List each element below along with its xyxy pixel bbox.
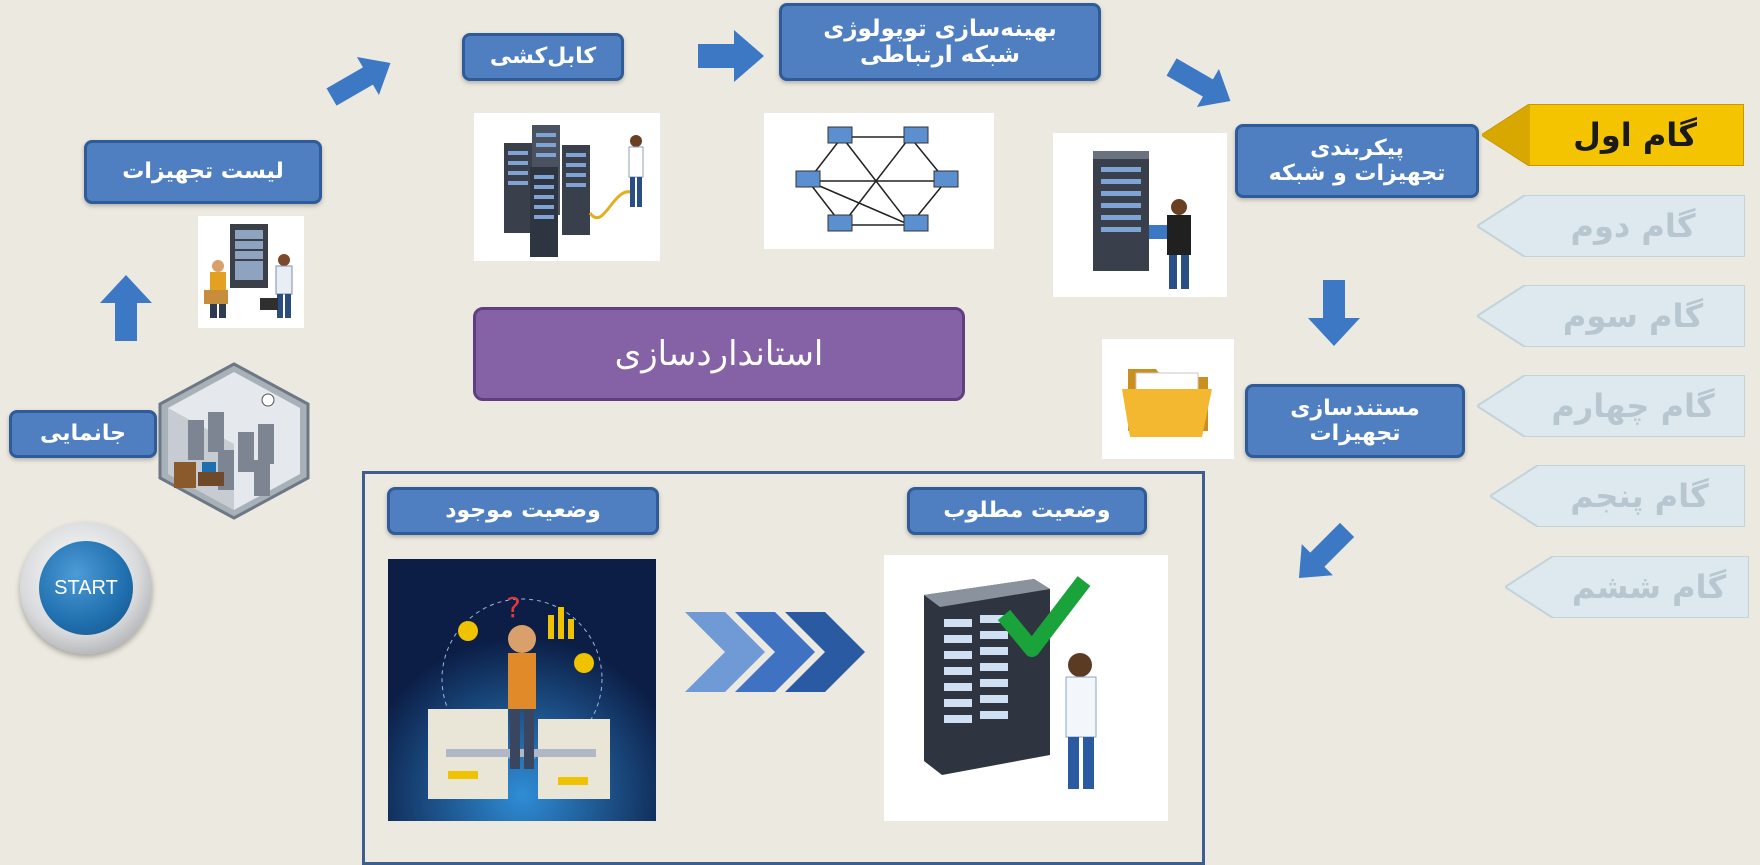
svg-text:?: ? — [506, 591, 521, 624]
arrow-right-icon — [698, 30, 764, 82]
state-comparison-frame — [362, 471, 1205, 865]
folder-icon — [1102, 339, 1234, 459]
start-button[interactable]: START — [20, 522, 152, 654]
node-desired-state-label: وضعیت مطلوب — [943, 498, 1111, 524]
standardization-label: استانداردسازی — [614, 334, 824, 374]
node-current-state: وضعیت موجود — [387, 487, 659, 535]
step-1-tab[interactable]: گام اول — [1482, 104, 1744, 166]
node-documentation: مستندسازی تجهیزات — [1245, 384, 1465, 458]
node-topology: بهینه‌سازی توپولوژی شبکه ارتباطی — [779, 3, 1101, 81]
standardization-box: استانداردسازی — [473, 307, 965, 401]
arrow-up-right-icon — [326, 52, 394, 108]
network-topology-icon — [764, 113, 994, 249]
server-cluster-icon — [474, 113, 660, 261]
server-technician-icon — [1053, 133, 1227, 297]
step-2-tab[interactable]: گام دوم — [1477, 195, 1745, 257]
technician-rack-icon — [198, 216, 304, 328]
step-5-label: گام پنجم — [1570, 477, 1709, 515]
arrow-up-icon — [100, 275, 152, 341]
node-equipment-list-label: لیست تجهیزات — [122, 159, 284, 185]
step-6-label: گام ششم — [1571, 568, 1727, 606]
node-configuration-line1: پیکربندی — [1310, 135, 1404, 161]
arrow-down-left-icon — [1290, 522, 1356, 584]
node-configuration: پیکربندی تجهیزات و شبکه — [1235, 124, 1479, 198]
node-topology-line2: شبکه ارتباطی — [859, 42, 1021, 68]
node-cabling: کابل‌کشی — [462, 33, 624, 81]
arrow-down-right-icon — [1166, 56, 1234, 112]
node-documentation-line1: مستندسازی — [1290, 395, 1420, 421]
step-2-label: گام دوم — [1570, 207, 1696, 245]
node-location: جانمایی — [9, 410, 157, 458]
node-location-label: جانمایی — [40, 421, 126, 447]
step-3-label: گام سوم — [1562, 297, 1704, 335]
arrow-down-icon — [1308, 280, 1360, 346]
step-5-tab[interactable]: گام پنجم — [1490, 465, 1745, 527]
chevron-arrows-icon — [685, 612, 867, 692]
node-topology-line1: بهینه‌سازی توپولوژی — [823, 15, 1057, 42]
node-documentation-line2: تجهیزات — [1309, 421, 1401, 446]
node-desired-state: وضعیت مطلوب — [907, 487, 1147, 535]
node-current-state-label: وضعیت موجود — [445, 498, 601, 524]
server-checkmark-icon — [884, 555, 1168, 821]
step-6-tab[interactable]: گام ششم — [1505, 556, 1749, 618]
step-4-label: گام چهارم — [1551, 387, 1715, 425]
server-room-icon — [158, 362, 310, 520]
node-equipment-list: لیست تجهیزات — [84, 140, 322, 204]
node-configuration-line2: تجهیزات و شبکه — [1268, 161, 1446, 186]
step-4-tab[interactable]: گام چهارم — [1477, 375, 1745, 437]
confused-person-icon: ? — [388, 559, 656, 821]
step-3-tab[interactable]: گام سوم — [1477, 285, 1745, 347]
step-1-label: گام اول — [1573, 116, 1697, 154]
start-button-label: START — [39, 541, 133, 635]
node-cabling-label: کابل‌کشی — [489, 44, 597, 70]
